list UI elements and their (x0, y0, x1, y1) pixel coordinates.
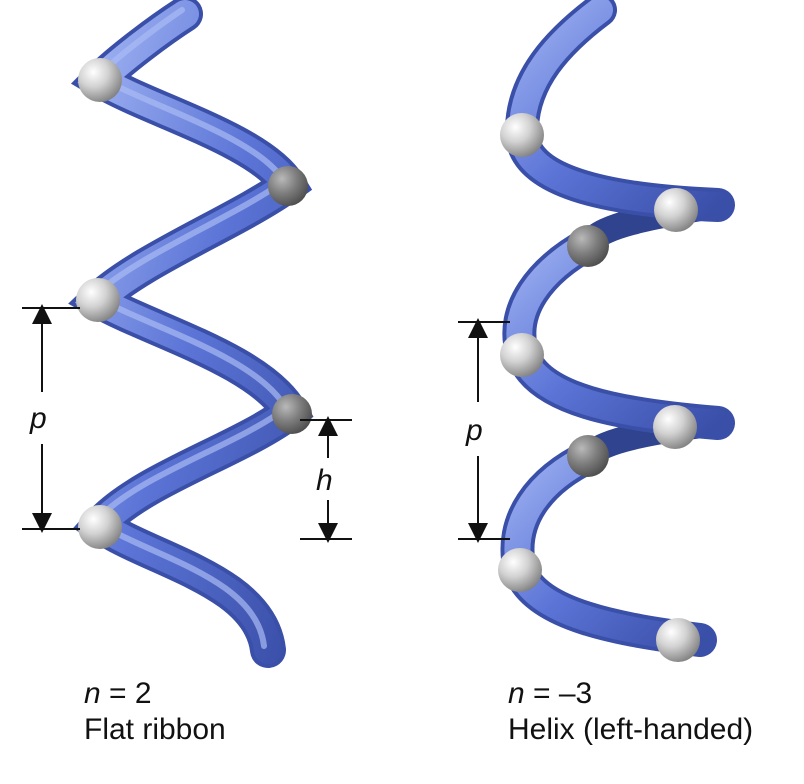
atom-sphere (78, 58, 122, 102)
atom-sphere (567, 435, 609, 477)
pitch-dimension-left (22, 304, 80, 533)
atom-sphere (500, 113, 544, 157)
atom-sphere (272, 394, 312, 434)
right-caption: n = –3 Helix (left-handed) (508, 676, 753, 748)
right-equation: n = –3 (508, 676, 753, 712)
helix-band (500, 0, 735, 657)
equation-value: = –3 (524, 677, 593, 710)
atom-sphere (653, 405, 697, 449)
equation-variable: n (84, 677, 101, 710)
equation-value: = 2 (100, 677, 152, 710)
pitch-dimension-right (458, 318, 510, 543)
flat-ribbon-diagram: p h (22, 0, 352, 668)
left-caption: n = 2 Flat ribbon (84, 676, 226, 748)
right-structure-name: Helix (left-handed) (508, 713, 754, 746)
atom-sphere (268, 166, 308, 206)
atom-sphere (500, 333, 544, 377)
rise-label: h (316, 464, 333, 497)
atom-sphere (78, 505, 122, 549)
atom-sphere (656, 618, 700, 662)
atom-sphere (567, 225, 609, 267)
flat-ribbon-band (68, 0, 314, 668)
rise-dimension (300, 416, 352, 543)
atom-sphere (76, 278, 120, 322)
atom-sphere (654, 188, 698, 232)
helix-diagram: p (458, 0, 735, 662)
pitch-label: p (29, 402, 47, 435)
equation-variable: n (508, 677, 525, 710)
left-structure-name: Flat ribbon (84, 713, 226, 746)
left-equation: n = 2 (84, 676, 226, 712)
atom-sphere (498, 548, 542, 592)
pitch-label: p (465, 414, 483, 447)
